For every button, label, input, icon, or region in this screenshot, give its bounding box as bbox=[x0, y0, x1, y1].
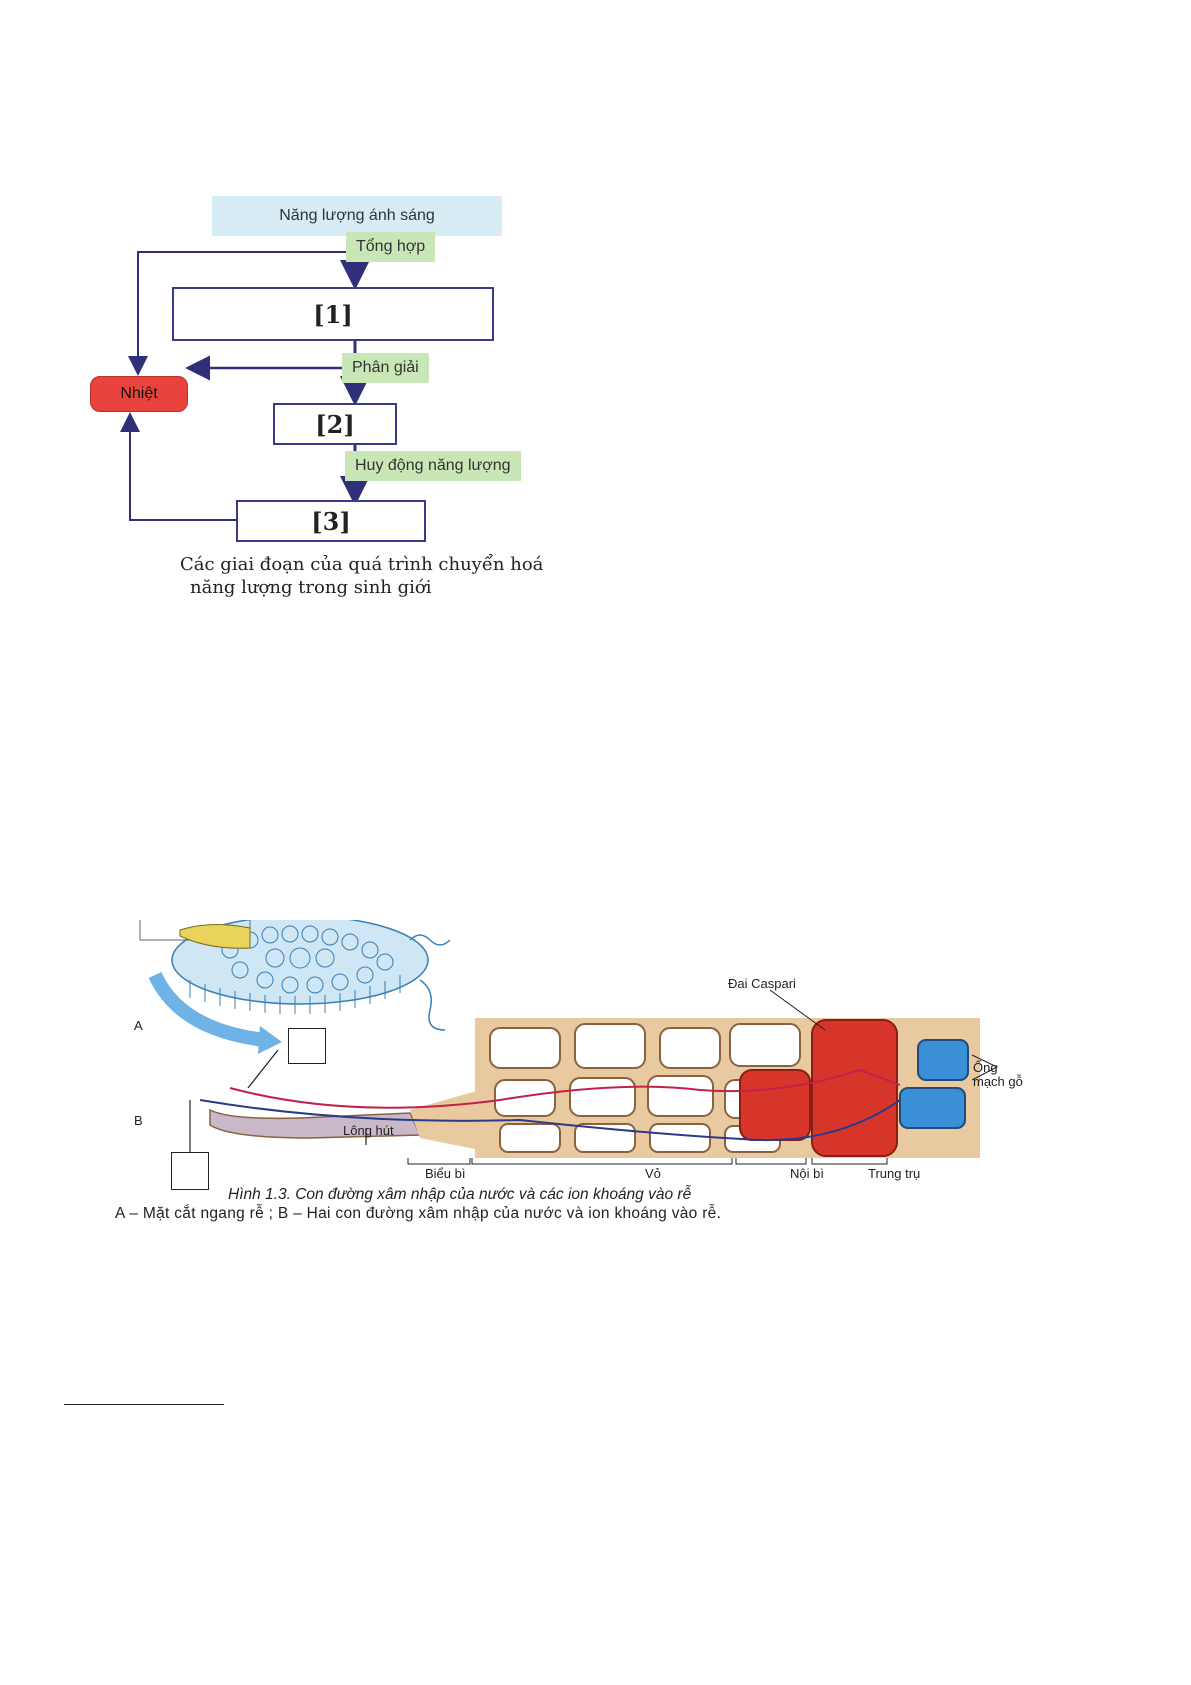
label-stele: Trung trụ bbox=[868, 1166, 921, 1181]
breakdown-label: Phân giải bbox=[342, 353, 429, 383]
label-casparian-strip: Đai Caspari bbox=[728, 976, 796, 991]
stage-1-box: [1] bbox=[172, 287, 494, 341]
root-tissue-section-illustration bbox=[189, 989, 999, 1188]
arrow-stage3-heat bbox=[120, 412, 240, 521]
label-endodermis: Nội bì bbox=[790, 1166, 824, 1181]
label-xylem-line2: mạch gỗ bbox=[973, 1074, 1023, 1089]
energy-conversion-diagram: Năng lượng ánh sáng Tổng hợp [1] Nhiệt P… bbox=[80, 180, 600, 650]
label-cortex: Vỏ bbox=[645, 1166, 661, 1181]
light-energy-box: Năng lượng ánh sáng bbox=[212, 196, 502, 236]
figure-caption-title: Hình 1.3. Con đường xâm nhập của nước và… bbox=[228, 1186, 692, 1203]
label-b: B bbox=[134, 1113, 143, 1128]
figure-caption-body: A – Mặt cắt ngang rễ ; B – Hai con đường… bbox=[115, 1205, 722, 1222]
answer-box-upper[interactable] bbox=[288, 1028, 326, 1064]
footnote-separator bbox=[64, 1404, 224, 1405]
answer-box-lower[interactable] bbox=[171, 1152, 209, 1190]
zoom-arrow bbox=[148, 971, 266, 1047]
root-water-pathway-figure: A B Đai Caspari Ống mạch gỗ Lông hút Biể… bbox=[100, 920, 1085, 1230]
energy-mobilization-label: Huy động năng lượng bbox=[345, 451, 521, 481]
heat-box: Nhiệt bbox=[90, 376, 188, 412]
label-root-hair: Lông hút bbox=[343, 1123, 394, 1138]
synthesis-label: Tổng hợp bbox=[346, 232, 436, 262]
diagram-caption-line-1: Các giai đoạn của quá trình chuyển hoá bbox=[180, 554, 544, 575]
label-a: A bbox=[134, 1018, 143, 1033]
stage-3-box: [3] bbox=[236, 500, 426, 542]
diagram-caption-line-2: năng lượng trong sinh giới bbox=[190, 577, 432, 598]
label-xylem-line1: Ống bbox=[973, 1060, 998, 1075]
stage-2-box: [2] bbox=[273, 403, 397, 445]
arrow-synthesis-heat bbox=[128, 251, 355, 376]
label-epidermis: Biểu bì bbox=[425, 1166, 466, 1181]
root-cross-section-illustration bbox=[139, 920, 451, 1031]
root-illustration bbox=[139, 920, 999, 1188]
